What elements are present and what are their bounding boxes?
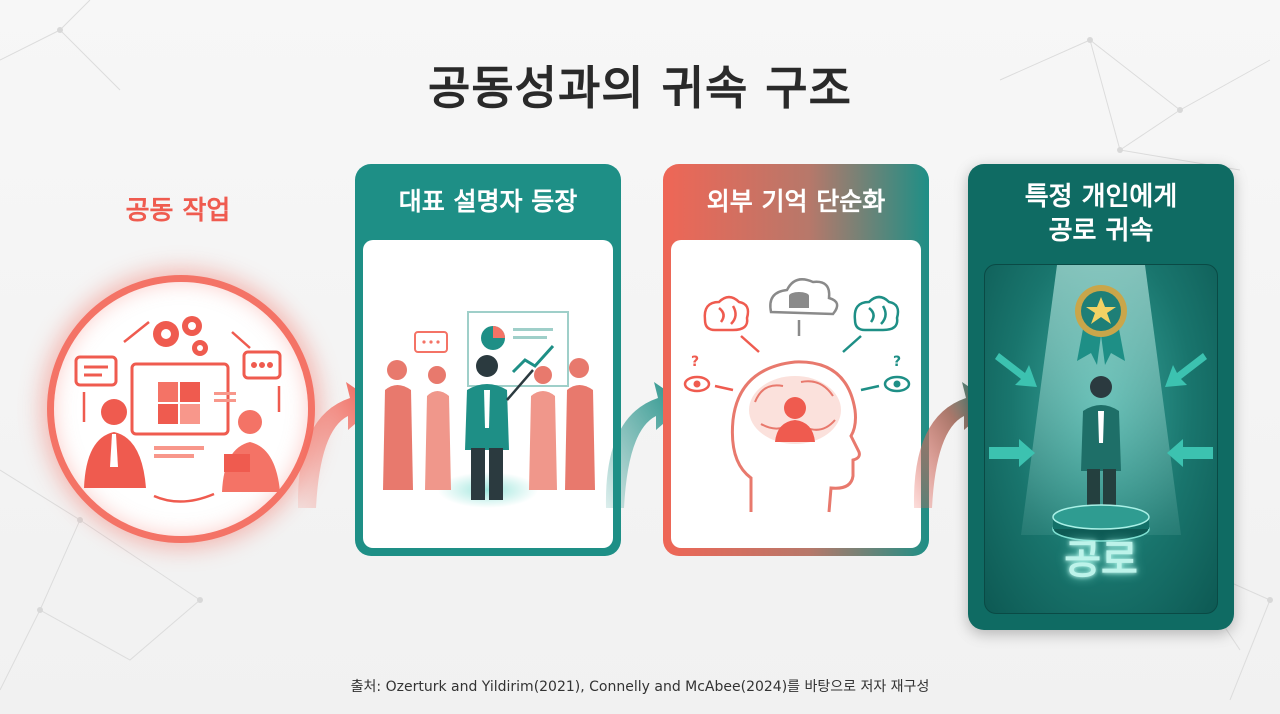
collaboration-illustration: [54, 282, 308, 536]
person-right-icon: [222, 410, 280, 492]
step2-illustration-panel: [363, 240, 613, 548]
presenter-illustration: [363, 240, 613, 540]
step3-label: 외부 기억 단순화: [663, 164, 929, 240]
chat-bubble-icon: [415, 332, 447, 352]
step3-card: 외부 기억 단순화 ?: [663, 164, 929, 556]
eye-left-icon: ?: [685, 354, 733, 391]
brain-left-icon: [705, 297, 759, 352]
gears-icon: [153, 316, 208, 356]
step3-illustration-panel: ? ?: [671, 240, 921, 548]
step4-illustration-panel: 공로: [984, 264, 1218, 614]
step4-label: 특정 개인에게 공로 귀속: [968, 164, 1234, 264]
step4-label-line1: 특정 개인에게: [1025, 180, 1178, 214]
collaboration-circle: [47, 275, 315, 543]
svg-text:?: ?: [691, 354, 699, 370]
puzzle-screen-icon: [132, 364, 228, 434]
step2-label: 대표 설명자 등장: [355, 164, 621, 240]
cloud-database-icon: [770, 279, 837, 336]
step1-label: 공동 작업: [88, 190, 268, 227]
source-citation: 출처: Ozerturk and Yildirim(2021), Connell…: [0, 676, 1280, 696]
svg-text:?: ?: [893, 354, 901, 370]
chat-bubble-right-icon: [244, 352, 280, 378]
eye-right-icon: ?: [861, 354, 909, 391]
chat-bubble-left-icon: [76, 357, 116, 385]
step4-label-line2: 공로 귀속: [1025, 214, 1178, 248]
page-title: 공동성과의 귀속 구조: [0, 52, 1280, 118]
audience-left-icon: [383, 360, 451, 490]
brain-right-icon: [843, 297, 898, 352]
memory-illustration: ? ?: [671, 240, 921, 540]
step4-card: 특정 개인에게 공로 귀속: [968, 164, 1234, 630]
step2-card: 대표 설명자 등장: [355, 164, 621, 556]
head-profile-icon: [732, 362, 859, 512]
reward-label: 공로: [985, 527, 1217, 585]
